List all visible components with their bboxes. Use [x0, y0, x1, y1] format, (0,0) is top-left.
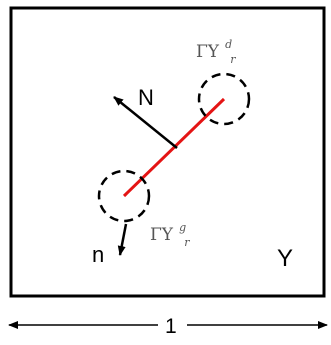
- normal-vector-upper-arrow: [113, 96, 178, 149]
- gamma-bottom-sub: r: [184, 236, 190, 249]
- gamma-bottom-sup: g: [179, 221, 186, 234]
- normal-upper-label: N: [138, 85, 154, 110]
- gamma-bottom-base: ΓY: [150, 225, 174, 245]
- unit-cell-boundary: [9, 6, 326, 298]
- connecting-segment: [122, 97, 226, 198]
- gamma-top-sub: r: [230, 53, 236, 66]
- gamma-top-base: ΓY: [196, 42, 220, 62]
- gamma-bottom-label: ΓY g r: [150, 216, 191, 249]
- width-label: 1: [165, 315, 177, 338]
- hole-bottom-circle: [97, 169, 151, 223]
- normal-lower-label: n: [92, 242, 104, 267]
- gamma-top-sup: d: [225, 38, 232, 51]
- hole-top-circle: [197, 72, 251, 126]
- gamma-top-label: ΓY d r: [196, 33, 237, 66]
- domain-label: Y: [277, 245, 293, 272]
- normal-vector-lower-arrow: [117, 223, 128, 256]
